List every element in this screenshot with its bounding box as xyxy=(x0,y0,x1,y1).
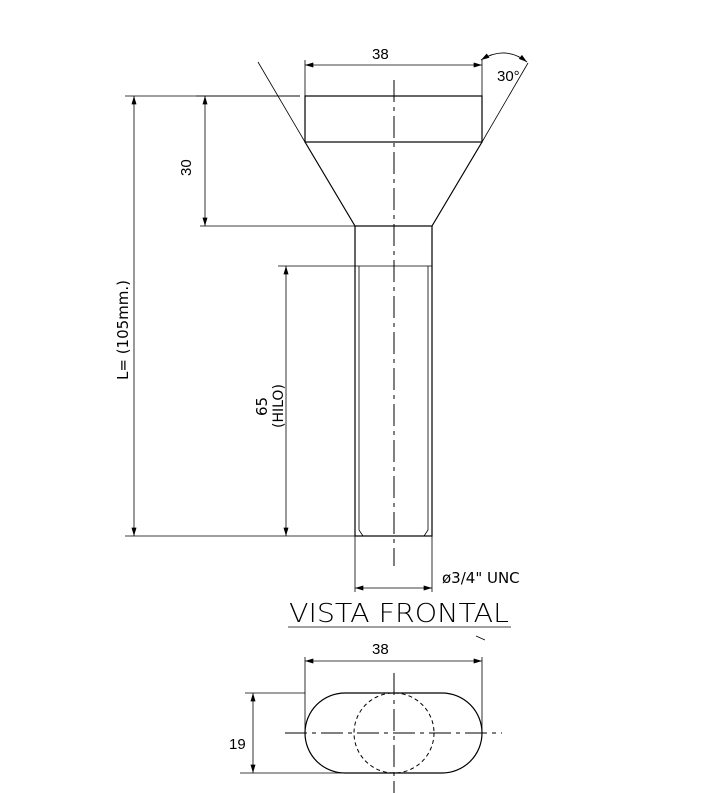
dim-thread-length: 65 (HILO) xyxy=(253,265,355,537)
svg-text:(HILO): (HILO) xyxy=(271,384,287,428)
view-title: VISTA FRONTAL xyxy=(288,599,511,641)
dim-head-height: 30 xyxy=(178,95,355,227)
svg-text:30: 30 xyxy=(178,159,195,176)
dim-top-width: 38 xyxy=(304,641,483,733)
svg-text:38: 38 xyxy=(372,46,389,63)
bolt-top-view xyxy=(285,673,502,793)
dim-angle: 30° xyxy=(480,52,528,85)
svg-text:65: 65 xyxy=(253,397,271,416)
dim-total-length: L= (105mm.) xyxy=(114,95,355,537)
dim-top-height: 19 xyxy=(229,692,394,774)
bolt-front-view xyxy=(257,61,529,566)
svg-text:VISTA FRONTAL: VISTA FRONTAL xyxy=(289,599,509,629)
dim-head-width: 38 xyxy=(304,46,483,96)
svg-text:38: 38 xyxy=(372,641,389,658)
svg-text:L= (105mm.): L= (105mm.) xyxy=(114,280,132,380)
svg-text:19: 19 xyxy=(229,736,246,753)
svg-text:30°: 30° xyxy=(497,68,520,85)
svg-text:ø3/4" UNC: ø3/4" UNC xyxy=(442,569,520,587)
dim-thread-diameter: ø3/4" UNC xyxy=(354,536,520,592)
